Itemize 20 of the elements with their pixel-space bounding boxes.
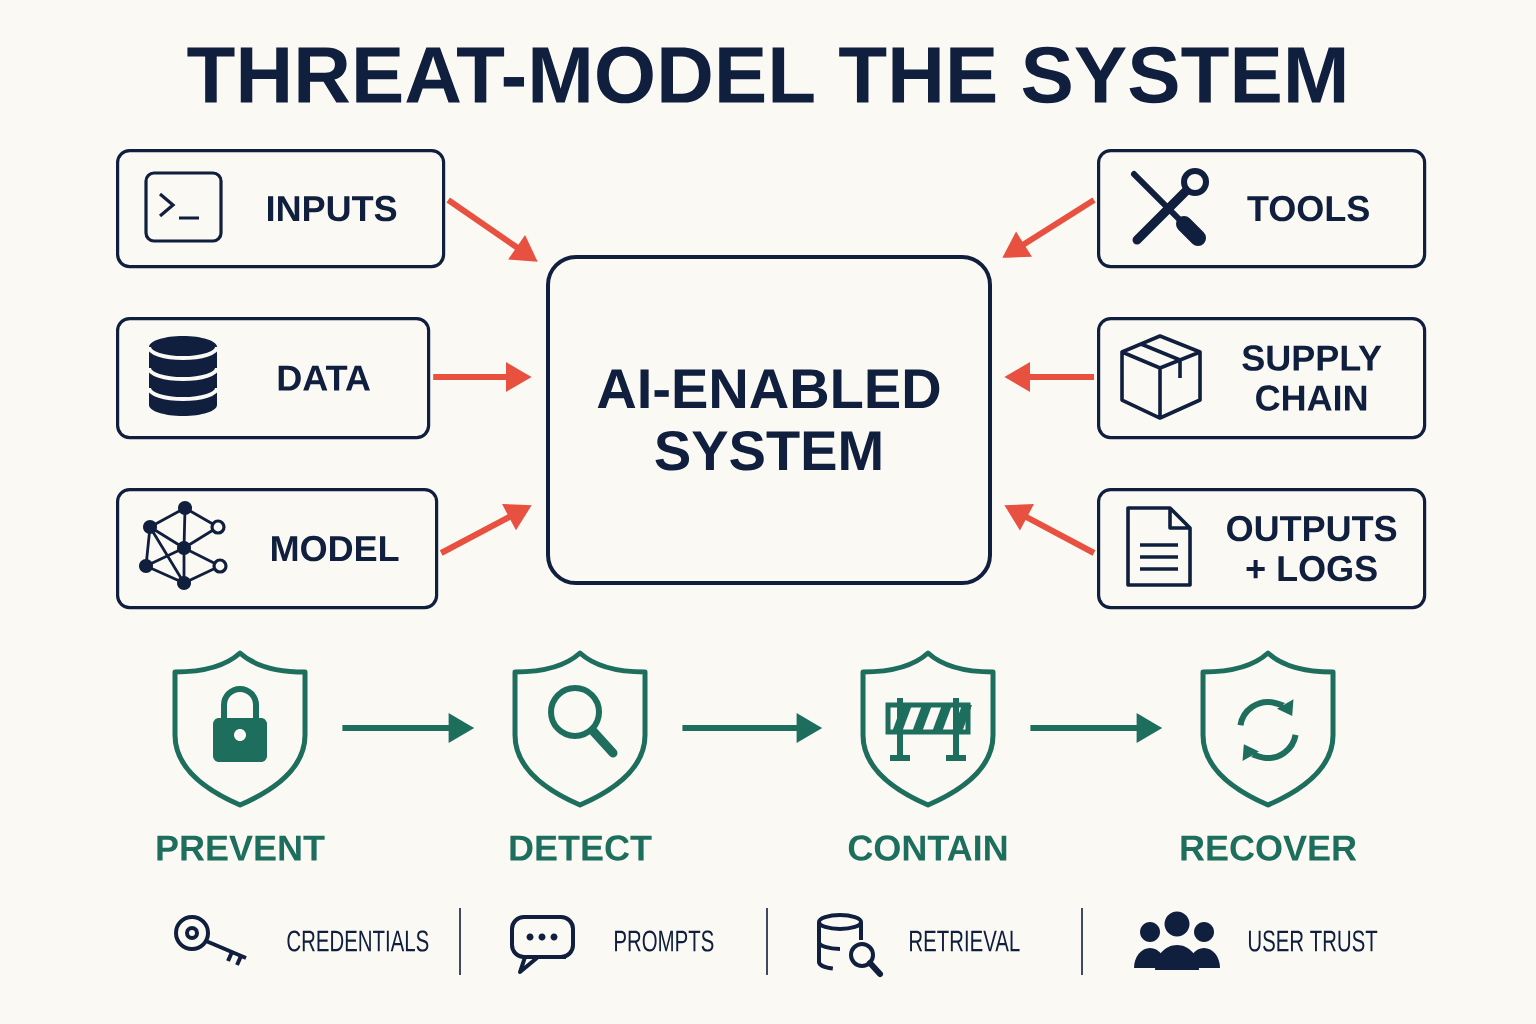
component-box: INPUTS [116,149,446,269]
category-label: PROMPTS [615,930,714,952]
component-box: DATA [116,317,431,440]
node-label: CONTAIN [848,835,1007,861]
shield-step: DETECT [510,650,652,861]
node-label: RECOVER [1181,835,1357,861]
node-label: PREVENT [157,835,325,861]
shield-step: PREVENT [157,650,325,861]
system-box: AI-ENABLED SYSTEM [546,255,992,585]
shield-step: RECOVER [1181,650,1357,861]
category-label: CREDENTIALS [287,930,429,952]
component-box: OUTPUTS + LOGS [1097,488,1427,610]
category-label: RETRIEVAL [910,930,1020,952]
shield-step: CONTAIN [848,650,1007,861]
component-box: SUPPLY CHAIN [1097,317,1427,440]
node-label: DETECT [510,835,652,861]
component-box: TOOLS [1097,149,1427,269]
category-label: USER TRUST [1249,930,1378,952]
title: THREAT-MODEL THE SYSTEM [187,46,1345,104]
component-box: MODEL [116,488,439,610]
